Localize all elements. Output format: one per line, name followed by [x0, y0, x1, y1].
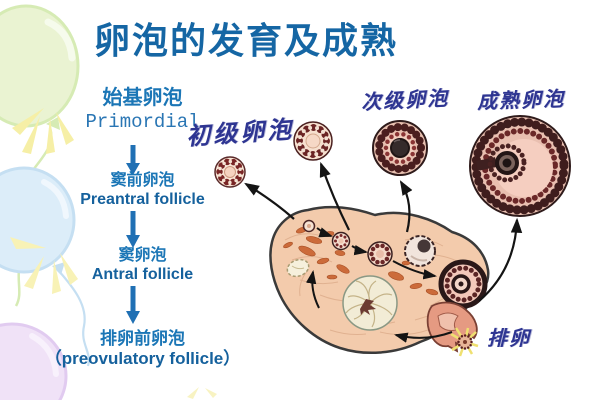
ovary-diagram — [214, 115, 571, 357]
balloon-decorations — [0, 4, 90, 400]
primary-follicle-illustration — [214, 156, 246, 188]
antral-follicle-illustration — [372, 120, 428, 176]
growing-follicle-in-ovary — [331, 231, 351, 251]
ovulation-site — [426, 301, 479, 357]
label-ovulation: 排卵 — [487, 326, 531, 350]
stage-antral-follicle: 窦卵泡 Antral follicle — [20, 246, 265, 284]
stage-preovulatory-en: （preovulatory follicle） — [44, 349, 241, 368]
label-secondary-follicle: 次级卵泡 — [360, 85, 450, 115]
released-ovum — [457, 334, 473, 350]
stage-preovulatory-zh: 排卵前卵泡 — [100, 329, 185, 348]
sparkle-bottom-icon — [187, 387, 217, 399]
corpus-albicans — [286, 258, 310, 278]
label-mature-follicle: 成熟卵泡 — [476, 86, 566, 114]
antral-follicle-in-ovary — [404, 235, 436, 267]
internal-cycle-arrows — [305, 227, 453, 343]
stage-primordial-en: Primordial — [85, 111, 200, 133]
sparkle-middle-icon — [10, 237, 78, 294]
stage-preantral-follicle: 窦前卵泡 Preantral follicle — [20, 171, 265, 209]
stage-primordial-zh: 始基卵泡 — [102, 87, 183, 109]
page-title: 卵泡的发育及成熟 — [94, 21, 399, 61]
down-arrow-icon — [126, 211, 140, 248]
down-arrow-icon — [126, 145, 140, 175]
stage-antral-en: Antral follicle — [91, 266, 194, 283]
purple-balloon — [0, 322, 68, 400]
preantral-follicle-in-ovary — [367, 241, 393, 267]
corpus-luteum — [342, 275, 398, 331]
stage-preovulatory-follicle: 排卵前卵泡 （preovulatory follicle） — [20, 329, 265, 369]
stage-preantral-en: Preantral follicle — [80, 191, 205, 208]
label-primary-follicle: 初级卵泡 — [185, 114, 296, 151]
stage-antral-zh: 窦卵泡 — [118, 247, 167, 264]
mature-follicle-illustration — [469, 115, 571, 217]
stage-preantral-zh: 窦前卵泡 — [110, 172, 175, 189]
primordial-follicle-in-ovary — [302, 219, 316, 233]
secondary-follicle-illustration — [293, 121, 333, 161]
graafian-follicle-in-ovary — [438, 259, 488, 309]
callout-arrows — [244, 161, 523, 302]
sparkle-top-icon — [12, 108, 74, 154]
stage-primordial-follicle: 始基卵泡 Primordial — [20, 86, 265, 134]
down-arrow-icon — [126, 286, 140, 324]
